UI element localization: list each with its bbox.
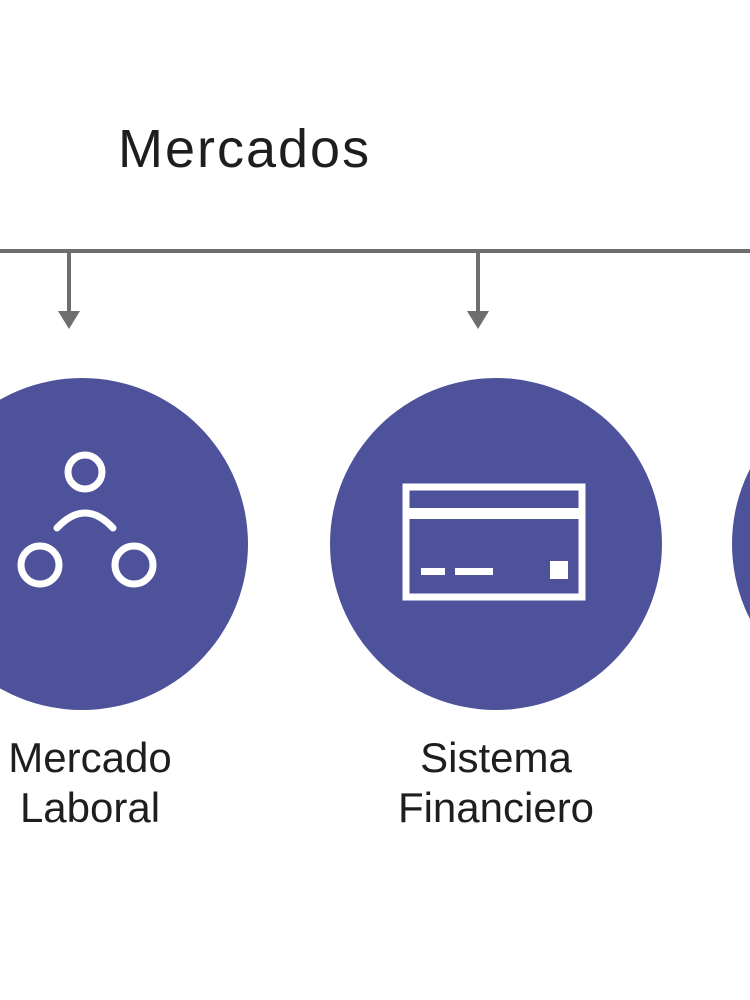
node-circle-sistema-financiero: [330, 378, 662, 710]
node-label-line: Sistema: [420, 734, 572, 781]
connector-line: [0, 249, 750, 253]
node-label-line: Mercado: [8, 734, 172, 781]
people-network-icon: [17, 451, 157, 588]
diagram-title: Mercados: [118, 119, 372, 179]
node-label-mercado-laboral: Mercado Laboral: [0, 733, 190, 833]
node-circle-partial: [732, 378, 750, 710]
credit-card-icon: [402, 483, 586, 601]
node-label-sistema-financiero: Sistema Financiero: [376, 733, 616, 833]
node-label-line: Laboral: [19, 784, 161, 831]
node-label-line: Financiero: [397, 784, 595, 831]
arrow-down-icon: [58, 253, 80, 329]
arrow-down-icon: [467, 253, 489, 329]
